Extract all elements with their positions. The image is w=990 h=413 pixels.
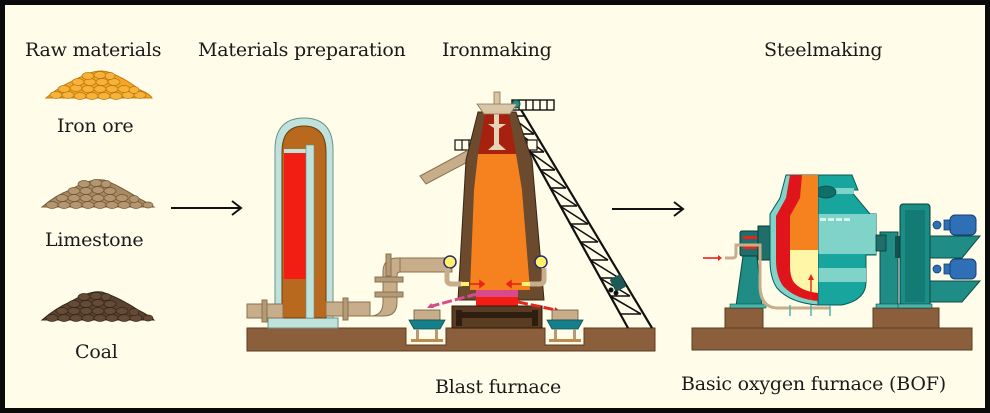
heading-raw-materials: Raw materials [25, 39, 162, 61]
label-coal: Coal [75, 341, 118, 363]
heading-ironmaking: Ironmaking [442, 39, 552, 61]
bof-right-support [875, 203, 933, 309]
label-limestone: Limestone [45, 229, 144, 251]
hot-blast-stove [267, 117, 339, 329]
iron-ore-pile [44, 70, 153, 100]
tuyeres [399, 255, 560, 313]
flow-arrow-2 [612, 201, 685, 217]
bof-vessel [769, 174, 877, 316]
label-bof: Basic oxygen furnace (BOF) [681, 373, 946, 395]
bof-drive-motors [929, 214, 982, 303]
bof-left-support [729, 225, 771, 309]
flow-arrow-1 [171, 200, 243, 216]
bof-oxygen-line [703, 243, 830, 310]
limestone-pile [40, 179, 156, 209]
ladle-car-slag [408, 309, 446, 342]
heading-steelmaking: Steelmaking [764, 39, 883, 61]
ground-blast-furnace [246, 327, 656, 352]
blast-furnace [419, 91, 545, 329]
stove-pipes [246, 253, 453, 323]
ladle-car-hot-metal [546, 309, 584, 342]
label-iron-ore: Iron ore [57, 115, 134, 137]
ground-bof [691, 307, 973, 351]
heading-materials-preparation: Materials preparation [198, 39, 406, 61]
coal-pile [40, 291, 156, 322]
label-blast-furnace: Blast furnace [435, 376, 561, 398]
